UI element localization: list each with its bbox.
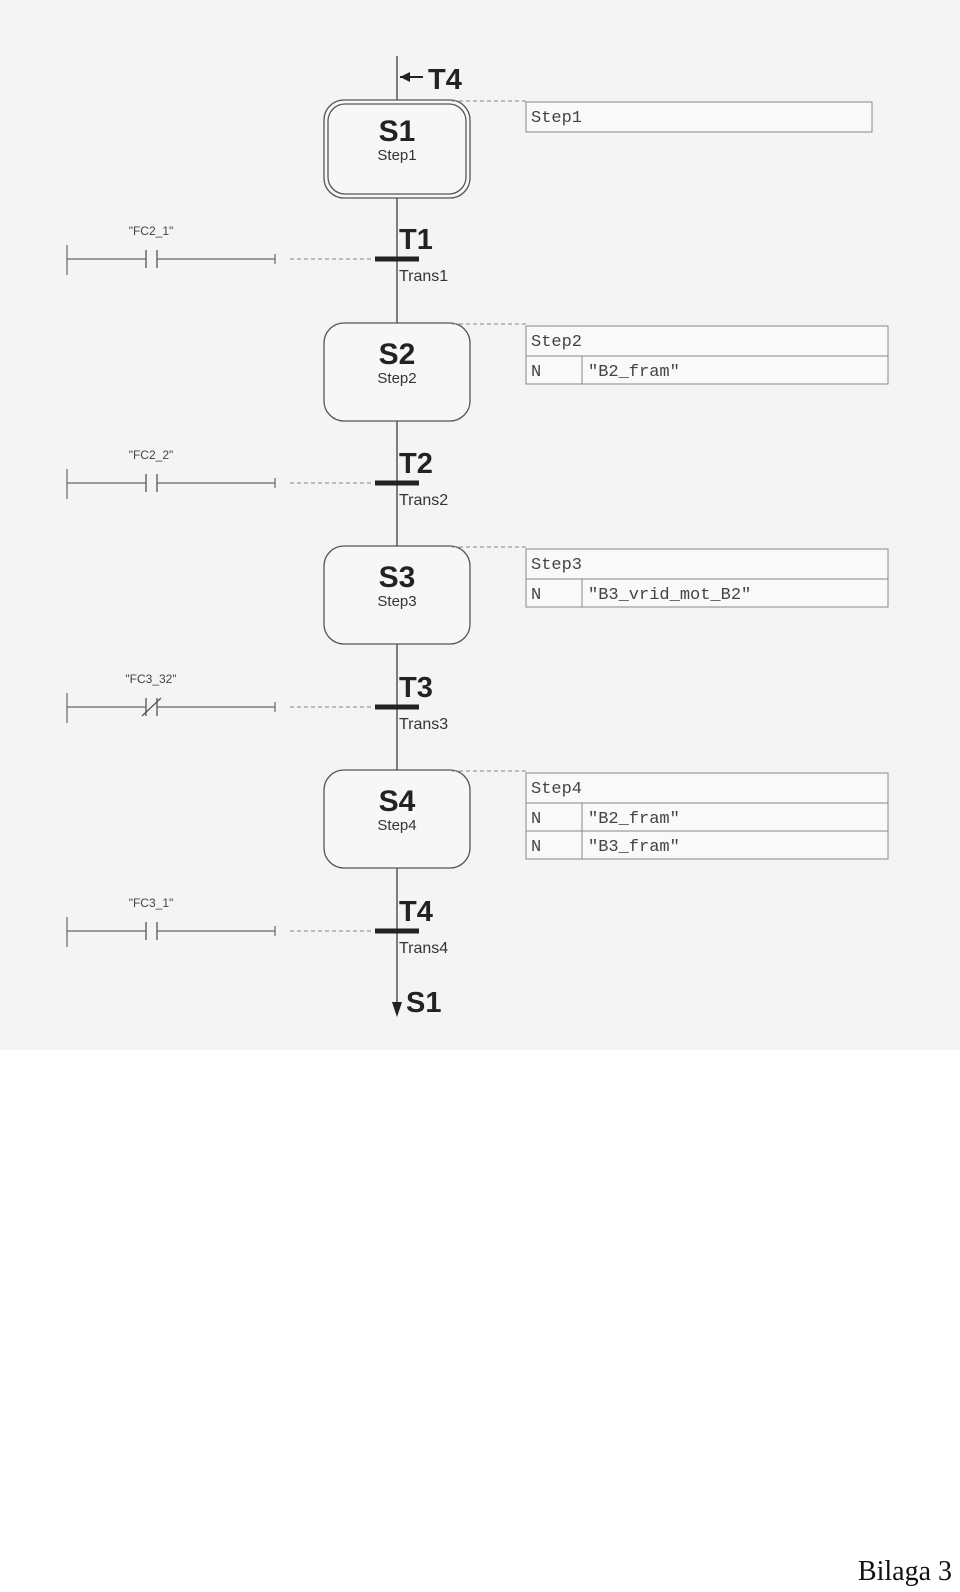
transition-id: T2 — [399, 448, 433, 480]
step-box — [323, 99, 471, 199]
transition-bar — [375, 256, 419, 262]
action-qualifier: N — [531, 838, 541, 857]
step-name: Step4 — [377, 817, 416, 834]
initial-step-inner-border — [327, 103, 467, 195]
step-id: S4 — [379, 785, 416, 818]
step-name: Step2 — [377, 370, 416, 387]
action-qualifier: N — [531, 810, 541, 829]
contact-label: "FC3_32" — [125, 672, 176, 686]
transition-name: Trans1 — [399, 268, 448, 285]
step-box — [323, 769, 471, 869]
sfc-diagram: T4 S1 S1Step1Step1S2Step2Step2N"B2_fram"… — [66, 56, 889, 1019]
action-box-s1: Step1 — [525, 101, 873, 133]
action-box-header: Step3 — [531, 556, 582, 575]
condition-network-t1[interactable]: "FC2_1" — [66, 224, 374, 275]
diagram-background — [0, 0, 960, 1050]
transition-name: Trans3 — [399, 716, 448, 733]
step-name: Step1 — [377, 147, 416, 164]
step-id: S3 — [379, 561, 416, 594]
footer-bilaga: Bilaga 3 — [857, 1556, 952, 1587]
condition-network-t3[interactable]: "FC3_32" — [66, 672, 374, 723]
transition-id: T4 — [399, 896, 433, 928]
action-operand: "B3_vrid_mot_B2" — [588, 586, 751, 605]
action-operand: "B3_fram" — [588, 838, 680, 857]
transition-bar — [375, 480, 419, 486]
step-id: S2 — [379, 338, 416, 371]
exit-arrow-label: S1 — [406, 987, 441, 1019]
entry-arrow: T4 — [400, 64, 462, 96]
entry-arrow-label: T4 — [428, 64, 462, 96]
transition-bar — [375, 704, 419, 710]
transition-bar — [375, 928, 419, 934]
transition-name: Trans2 — [399, 492, 448, 509]
condition-network-t4[interactable]: "FC3_1" — [66, 896, 374, 947]
transition-id: T3 — [399, 672, 433, 704]
transition-id: T1 — [399, 224, 433, 256]
step-id: S1 — [379, 115, 416, 148]
contact-label: "FC2_1" — [129, 224, 174, 238]
action-box-header: Step4 — [531, 780, 582, 799]
contact-label: "FC3_1" — [129, 896, 174, 910]
action-qualifier: N — [531, 586, 541, 605]
transition-name: Trans4 — [399, 940, 448, 957]
action-box-header: Step2 — [531, 333, 582, 352]
step-box — [323, 322, 471, 422]
action-box-header: Step1 — [531, 109, 582, 128]
contact-label: "FC2_2" — [129, 448, 174, 462]
step-name: Step3 — [377, 593, 416, 610]
condition-network-t2[interactable]: "FC2_2" — [66, 448, 374, 499]
exit-arrow: S1 — [392, 987, 441, 1019]
action-operand: "B2_fram" — [588, 810, 680, 829]
action-qualifier: N — [531, 363, 541, 382]
step-box — [323, 545, 471, 645]
contact-nc-slash — [141, 697, 162, 717]
action-operand: "B2_fram" — [588, 363, 680, 382]
